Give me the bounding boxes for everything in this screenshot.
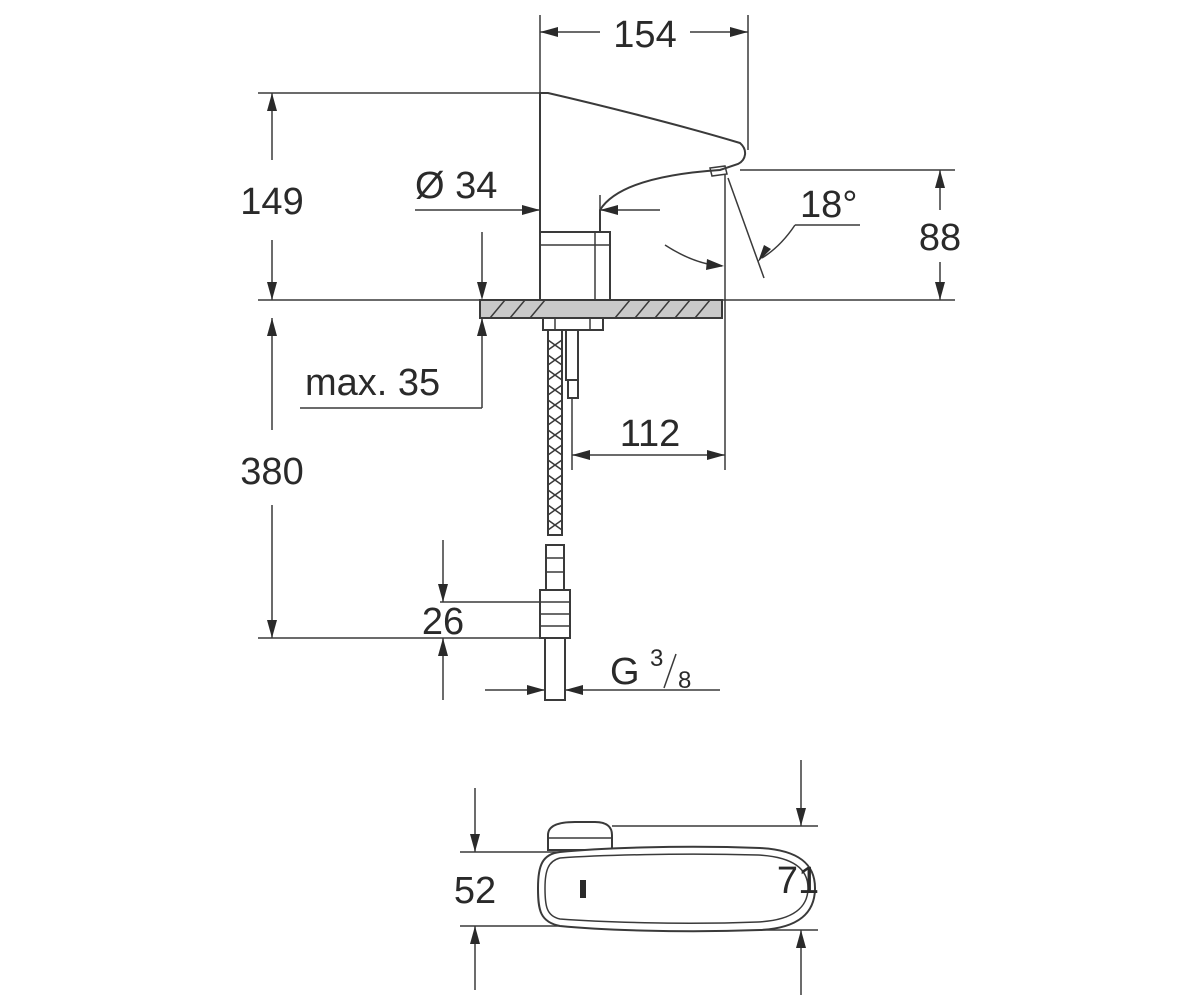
dim-112: 112 [620, 413, 681, 455]
faucet-plan-view [536, 821, 817, 933]
base-column [539, 231, 611, 301]
dim-thread-den: 8 [678, 667, 691, 694]
dim-diameter: Ø 34 [415, 165, 497, 207]
fixing-nut [542, 317, 604, 331]
plan-spout-outline [536, 845, 817, 933]
plan-base-top [547, 821, 613, 851]
plan-sensor-mark [580, 880, 586, 898]
braided-hose [547, 329, 563, 536]
dim-26: 26 [422, 601, 464, 643]
dim-52: 52 [454, 870, 496, 912]
dim-154: 154 [613, 14, 676, 56]
sensor-window [709, 165, 728, 177]
dim-angle: 18° [800, 184, 857, 226]
threaded-rod [565, 329, 579, 381]
dim-max-35: max. 35 [305, 362, 440, 404]
rod-end [567, 379, 579, 399]
hose-ferrule [545, 544, 565, 591]
thread-tail [544, 637, 566, 701]
dimension-labels: 154 149 Ø 34 18° 88 max. 35 112 380 26 G… [240, 14, 961, 912]
dimension-lines [258, 15, 955, 700]
dim-149: 149 [240, 181, 303, 223]
spout-body [539, 92, 746, 233]
plan-dimension-lines [460, 760, 818, 995]
dim-thread-num: 3 [650, 645, 663, 672]
hose-braid-pattern [547, 339, 563, 531]
countertop-section [479, 299, 723, 319]
faucet-side-view [479, 92, 746, 701]
dim-thread-slash [663, 653, 677, 689]
countertop-hatch [489, 299, 711, 319]
dim-380: 380 [240, 451, 303, 493]
dim-71: 71 [777, 860, 819, 902]
dim-88: 88 [919, 217, 961, 259]
dim-thread-g: G [610, 651, 640, 693]
